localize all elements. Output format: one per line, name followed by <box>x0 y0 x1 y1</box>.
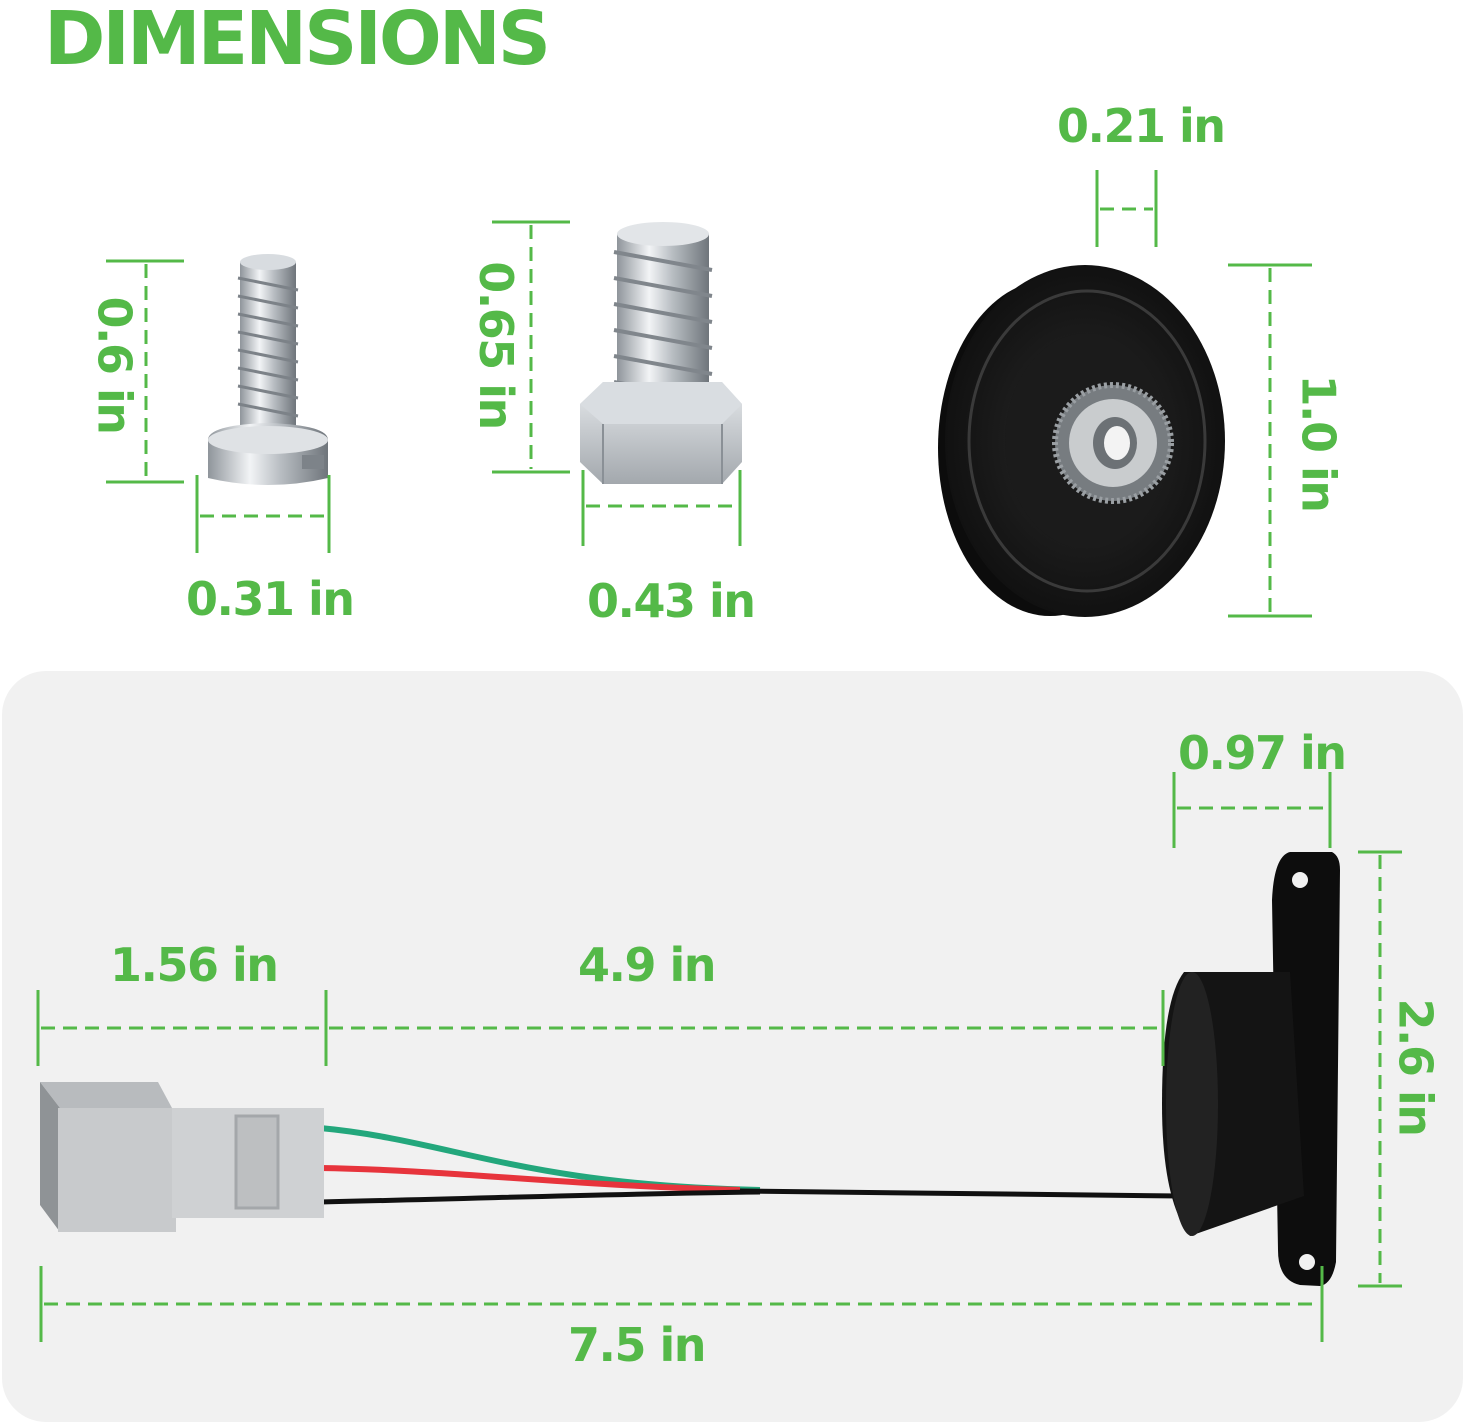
total-length-dimension <box>39 1266 1324 1342</box>
cable-length-dimension <box>329 990 1165 1066</box>
magnet-ring-thickness-label: 0.21 in <box>1057 99 1226 153</box>
hex-bolt-width-dimension <box>581 470 742 546</box>
sensor-depth-dimension <box>1172 772 1332 848</box>
sensor-harness-icon <box>40 852 1340 1286</box>
connector-length-label: 1.56 in <box>110 938 279 992</box>
sensor-height-label: 2.6 in <box>1388 998 1443 1136</box>
hex-bolt-height-dimension <box>492 220 570 474</box>
sensor-height-dimension <box>1358 850 1402 1288</box>
hex-bolt-height-label: 0.65 in <box>468 261 523 429</box>
small-screw-width-dimension <box>195 475 331 553</box>
small-screw-height-dimension <box>106 259 184 484</box>
hex-bolt-width-label: 0.43 in <box>587 574 756 628</box>
magnet-ring-icon <box>938 265 1225 617</box>
connector-length-dimension <box>36 990 328 1066</box>
magnet-ring-diameter-dimension <box>1228 263 1312 618</box>
magnet-ring-diameter-label: 1.0 in <box>1291 374 1346 512</box>
page-title: DIMENSIONS <box>44 0 551 82</box>
sensor-depth-label: 0.97 in <box>1178 726 1347 780</box>
hex-bolt-icon <box>580 222 742 484</box>
total-length-label: 7.5 in <box>568 1318 707 1372</box>
cable-length-label: 4.9 in <box>578 938 717 992</box>
small-screw-width-label: 0.31 in <box>186 572 355 626</box>
small-screw-height-label: 0.6 in <box>87 296 142 434</box>
magnet-ring-thickness-dimension <box>1095 170 1158 247</box>
small-screw-icon <box>208 254 328 485</box>
